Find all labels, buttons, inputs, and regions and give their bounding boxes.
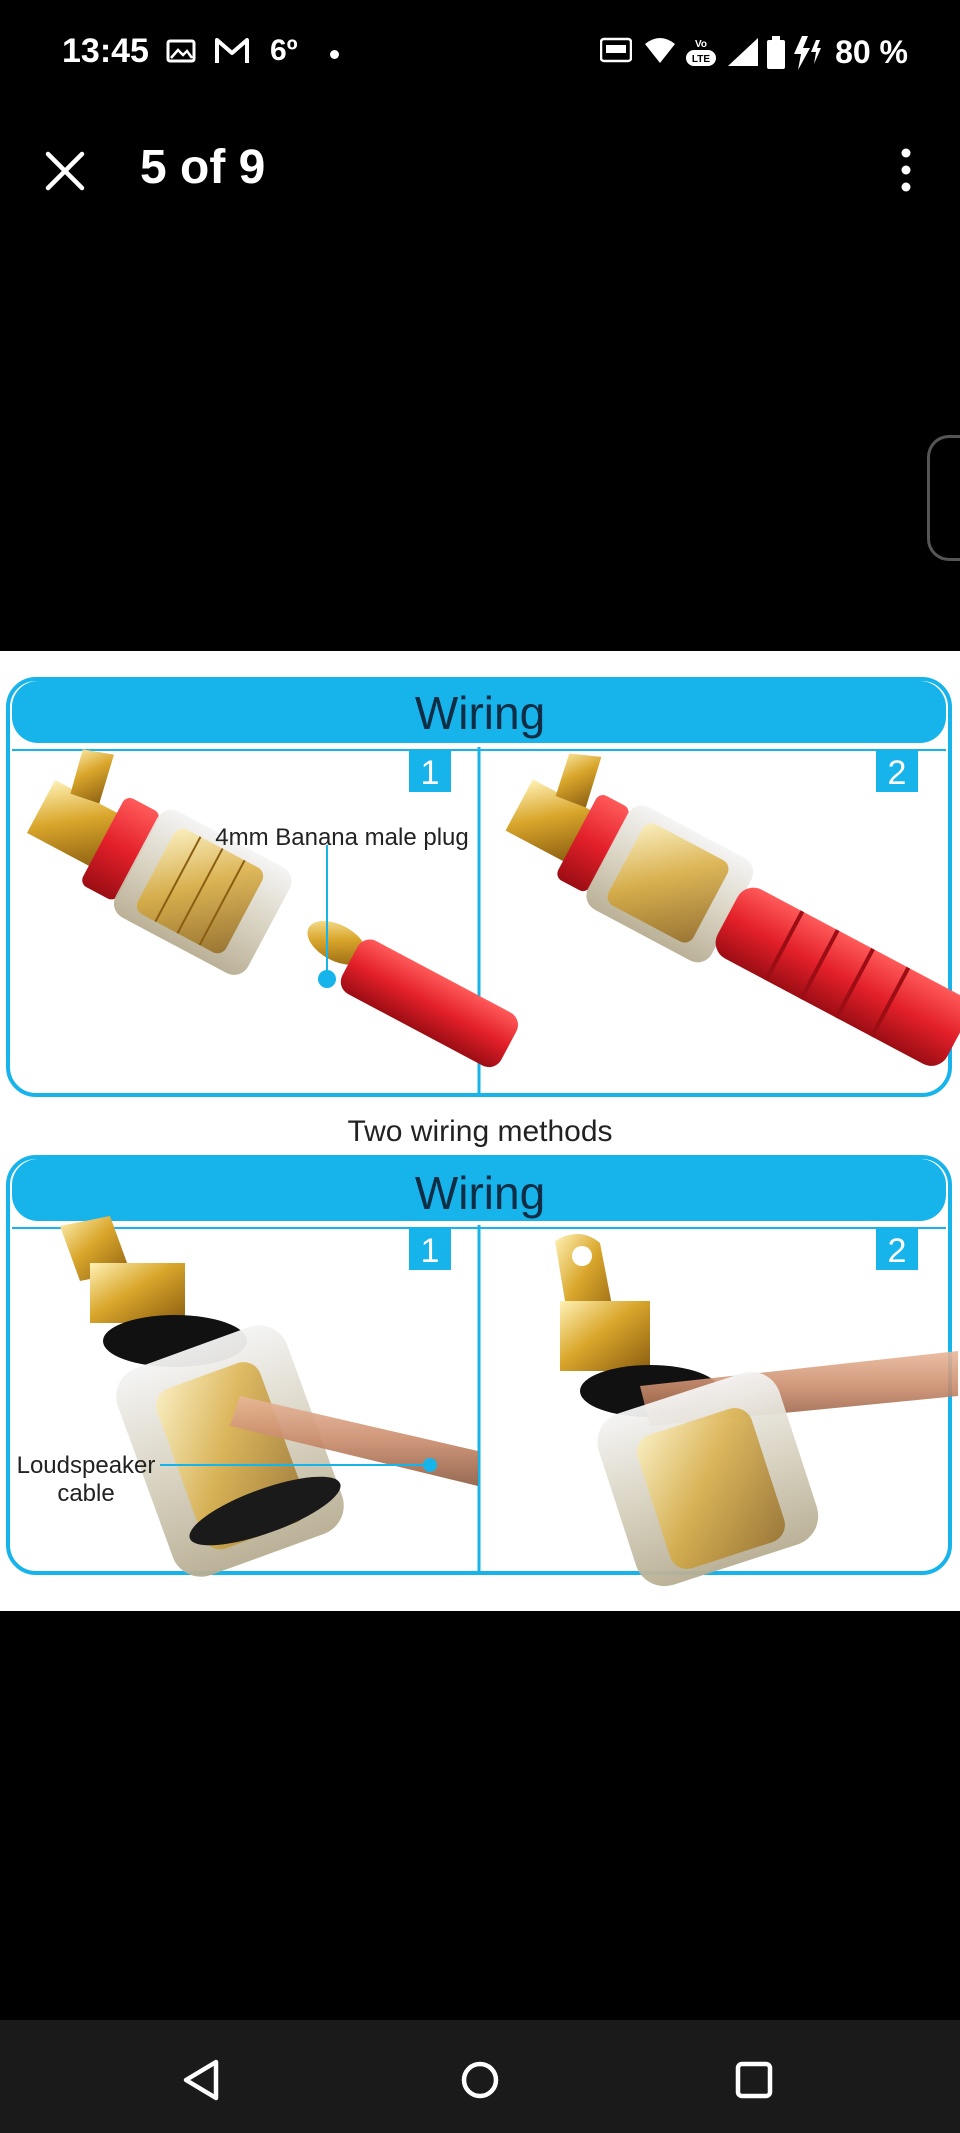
auto-hz-icon — [600, 37, 632, 63]
battery-icon — [767, 36, 785, 69]
edge-panel-handle[interactable] — [927, 435, 960, 561]
back-triangle-icon[interactable] — [174, 2050, 234, 2110]
step-badge-2-label: 2 — [888, 754, 907, 792]
step-badge-3 — [409, 1228, 451, 1270]
product-image[interactable]: Wiring 1 2 — [0, 651, 960, 1611]
image-caption: Two wiring methods — [347, 1115, 612, 1148]
gmail-icon — [215, 38, 249, 63]
status-time: 13:45 — [62, 32, 149, 70]
signal-icon — [728, 38, 758, 66]
step-badge-4-label: 2 — [888, 1232, 907, 1270]
status-temperature: 6º — [270, 34, 298, 67]
close-icon[interactable] — [40, 146, 90, 196]
panel-header-bottom: Wiring — [415, 1167, 545, 1219]
lte-label: LTE — [692, 54, 710, 65]
top-app-bar: 5 of 9 — [0, 120, 960, 220]
binding-post-red-1 — [26, 749, 292, 975]
step-badge-3-label: 1 — [421, 1232, 440, 1270]
volte-icon: LTE Vo — [686, 39, 716, 66]
gallery-icon — [166, 39, 196, 63]
binding-post-red-2 — [505, 753, 960, 1066]
status-bar: 13:45 6º LTE Vo 80 % — [0, 0, 960, 110]
binding-post-black-1 — [60, 1216, 478, 1577]
banana-plug-red — [307, 920, 519, 1068]
home-circle-icon[interactable] — [450, 2050, 510, 2110]
cable-callout-line1: Loudspeaker — [17, 1452, 156, 1479]
svg-text:Vo: Vo — [695, 39, 707, 50]
wifi-icon — [645, 38, 675, 63]
step-badge-4 — [876, 1228, 918, 1270]
step-badge-1-label: 1 — [421, 754, 440, 792]
charging-icon — [794, 36, 821, 70]
cable-callout-line2: cable — [57, 1480, 114, 1507]
system-nav-bar — [0, 2020, 960, 2133]
wiring-panel-banana: Wiring 1 2 — [6, 677, 960, 1097]
more-vertical-icon[interactable] — [878, 142, 934, 198]
notification-dot-icon — [330, 50, 339, 59]
wiring-panel-cable: Wiring 1 2 Loudspeaker cable — [6, 1155, 958, 1587]
recents-square-icon[interactable] — [724, 2050, 784, 2110]
battery-percent: 80 % — [835, 34, 908, 70]
binding-post-black-2 — [555, 1233, 958, 1587]
panel-header-top: Wiring — [415, 687, 545, 739]
step-badge-1 — [409, 750, 451, 792]
page-title: 5 of 9 — [140, 141, 266, 194]
step-badge-2 — [876, 750, 918, 792]
banana-plug-callout: 4mm Banana male plug — [215, 824, 468, 851]
